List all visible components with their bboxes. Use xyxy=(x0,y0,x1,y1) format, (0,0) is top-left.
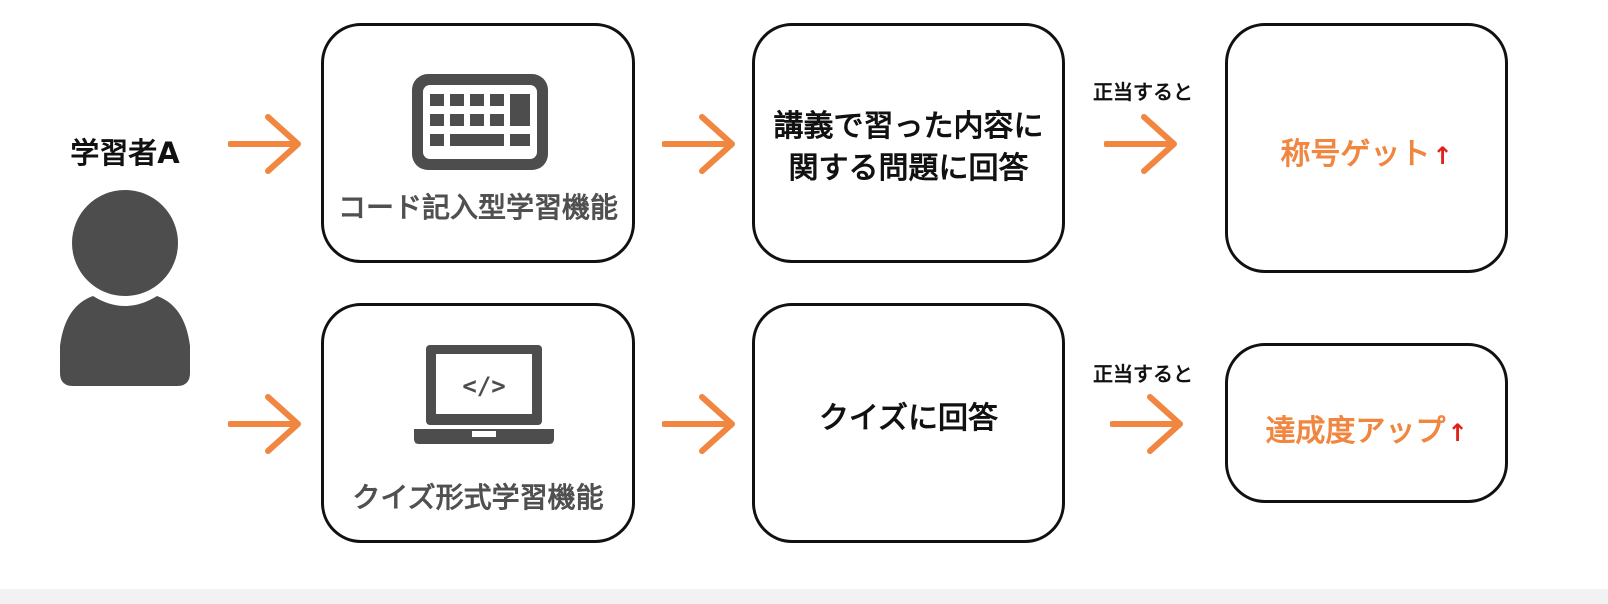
quiz-answer-box: クイズに回答 xyxy=(752,303,1065,543)
code-feature-label: コード記入型学習機能 xyxy=(337,191,618,224)
arrow-to-quiz-answer xyxy=(662,394,735,454)
learner-label: 学習者A xyxy=(70,136,180,170)
arrow-to-title-result xyxy=(1104,114,1177,174)
quiz-answer-text: クイズに回答 xyxy=(818,401,999,436)
lecture-question-line-2: 関する問題に回答 xyxy=(788,151,1029,186)
condition-label-2: 正当すると xyxy=(1093,362,1193,386)
achievement-result-label: 達成度アップ xyxy=(1265,414,1446,449)
lecture-question-line-1: 講義で習った内容に xyxy=(773,109,1044,144)
quiz-feature-box: </> クイズ形式学習機能 xyxy=(321,303,635,543)
condition-label-1: 正当すると xyxy=(1093,80,1193,104)
up-arrow-icon: ↑ xyxy=(1432,142,1453,170)
arrow-to-code-feature xyxy=(228,114,301,174)
arrow-to-achievement-result xyxy=(1110,394,1183,454)
svg-text:</>: </> xyxy=(462,372,505,400)
person-icon xyxy=(60,190,190,386)
quiz-feature-label: クイズ形式学習機能 xyxy=(352,481,604,514)
keyboard-icon xyxy=(412,74,548,170)
diagram-canvas: 学習者A コード記入型学習機能 xyxy=(0,0,1608,589)
lecture-question-text: 講義で習った内容に 関する問題に回答 xyxy=(755,106,1062,190)
achievement-result-box: 達成度アップ↑ xyxy=(1225,343,1508,503)
up-arrow-icon: ↑ xyxy=(1447,419,1468,447)
code-feature-box: コード記入型学習機能 xyxy=(321,23,635,263)
lecture-question-box: 講義で習った内容に 関する問題に回答 xyxy=(752,23,1065,263)
title-result-label: 称号ゲット xyxy=(1280,137,1431,172)
title-result-box: 称号ゲット↑ xyxy=(1225,23,1508,273)
achievement-result-text: 達成度アップ↑ xyxy=(1228,406,1505,450)
arrow-to-quiz-feature xyxy=(228,394,301,454)
title-result-text: 称号ゲット↑ xyxy=(1228,129,1505,173)
laptop-code-icon: </> xyxy=(414,345,554,444)
arrow-to-lecture-question xyxy=(662,114,735,174)
